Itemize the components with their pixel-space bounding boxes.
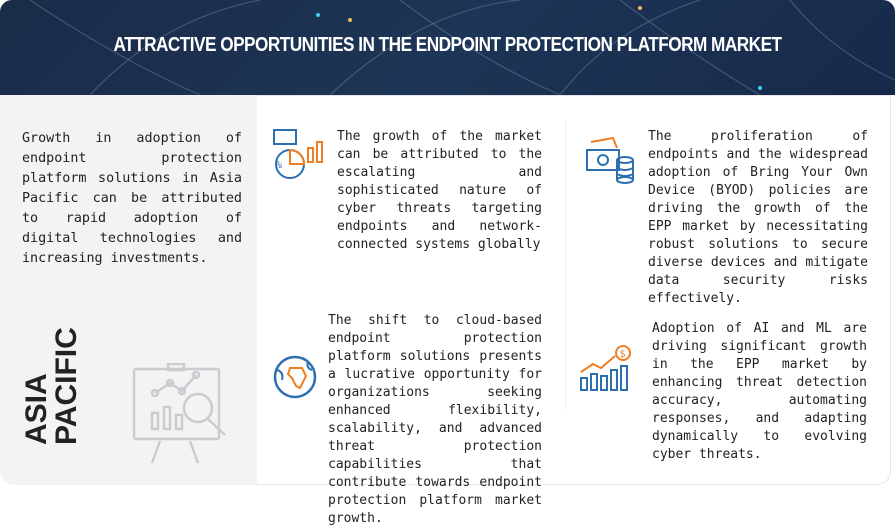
money-coins-icon	[586, 136, 634, 184]
region-label-line1: ASIA	[20, 373, 53, 445]
growth-chart-dollar-icon: $	[580, 345, 631, 391]
svg-text:$: $	[620, 349, 626, 360]
header-banner: ATTRACTIVE OPPORTUNITIES IN THE ENDPOINT…	[0, 0, 895, 95]
svg-text:%: %	[276, 160, 282, 171]
opportunity-card-1: The growth of the market can be attribut…	[337, 129, 542, 252]
page-title: ATTRACTIVE OPPORTUNITIES IN THE ENDPOINT…	[113, 34, 782, 56]
analytics-chart-icon: %	[273, 129, 323, 179]
opportunity-card-2: The proliferation of endpoints and the w…	[648, 129, 868, 306]
opportunity-card-4: Adoption of AI and ML are driving signif…	[652, 321, 867, 462]
region-label-line2: PACIFIC	[50, 327, 83, 445]
network-lines-decoration	[29, 0, 895, 95]
opportunity-card-3: The shift to cloud-based endpoint protec…	[328, 313, 542, 526]
presentation-analytics-icon	[132, 363, 226, 464]
column-divider	[565, 120, 566, 410]
globe-icon	[273, 355, 317, 399]
region-summary: Growth in adoption of endpoint protectio…	[22, 131, 242, 266]
opportunities-panel	[257, 95, 891, 485]
region-panel: Growth in adoption of endpoint protectio…	[0, 95, 257, 485]
